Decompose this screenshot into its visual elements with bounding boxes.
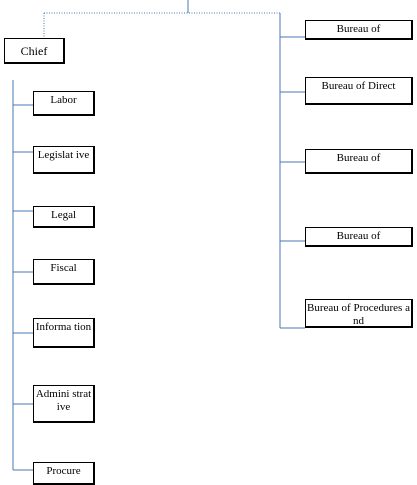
chief-box: Chief bbox=[4, 38, 65, 64]
bureau-box-4: Bureau of bbox=[305, 227, 413, 247]
bureau-box-2: Bureau of Direct bbox=[305, 77, 413, 105]
unit-box-administrative: Admini strative bbox=[33, 385, 95, 423]
unit-box-labor: Labor bbox=[33, 91, 95, 116]
bureau-box-1: Bureau of bbox=[305, 20, 413, 40]
unit-box-procurement: Procure bbox=[33, 462, 95, 485]
unit-box-legislative: Legislat ive bbox=[33, 146, 95, 174]
unit-box-fiscal: Fiscal bbox=[33, 259, 95, 285]
bureau-box-5: Bureau of Procedures and bbox=[305, 299, 413, 328]
unit-box-legal: Legal bbox=[33, 206, 95, 228]
bureau-box-3: Bureau of bbox=[305, 149, 413, 174]
unit-box-information: Informa tion bbox=[33, 318, 95, 348]
